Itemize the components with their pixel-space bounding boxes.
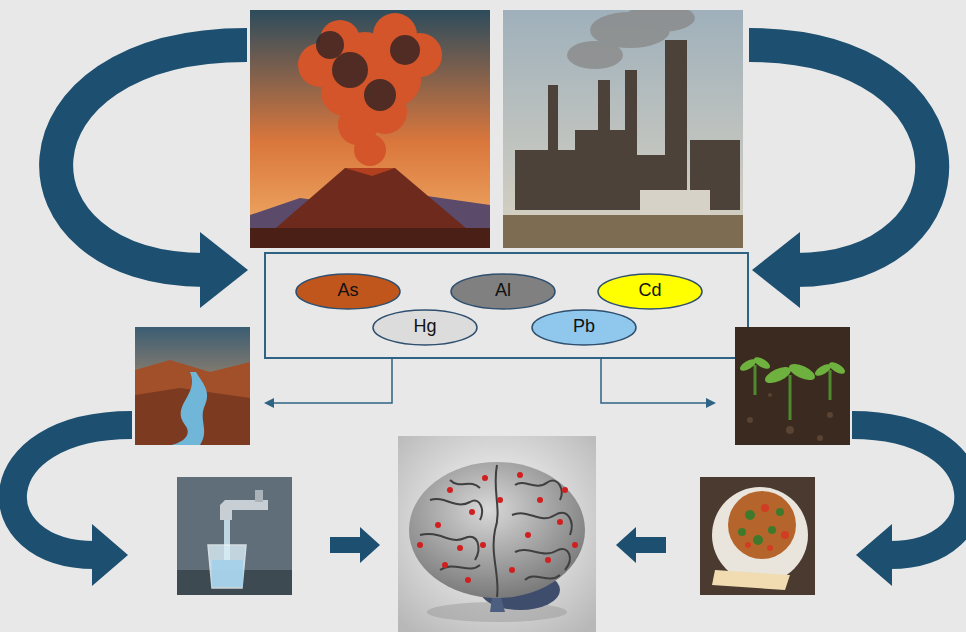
river-picture (135, 327, 250, 445)
element-ellipse: Pb (531, 309, 637, 346)
element-symbol: Hg (413, 317, 436, 337)
flow-arrow (56, 45, 932, 270)
water-picture (177, 477, 292, 595)
element-ellipse: Cd (597, 273, 703, 310)
ellipse-shape (598, 274, 702, 309)
leader-line (272, 358, 708, 403)
ellipse-shape (296, 274, 400, 309)
element-ellipse: As (295, 273, 401, 310)
element-box (265, 253, 748, 358)
food-picture (700, 477, 815, 595)
soil-picture (735, 327, 850, 445)
element-symbol: As (337, 281, 358, 301)
element-ellipse: Al (450, 273, 556, 310)
element-ellipse: Hg (372, 309, 478, 346)
ellipse-shape (532, 310, 636, 345)
brain-picture (398, 436, 596, 632)
element-symbol: Pb (573, 317, 595, 337)
ellipse-shape (373, 310, 477, 345)
element-symbol: Al (495, 281, 511, 301)
ellipse-shape (451, 274, 555, 309)
element-symbol: Cd (638, 281, 661, 301)
volcano-picture (250, 10, 490, 248)
arrow-head (264, 398, 716, 408)
factory-picture (503, 10, 743, 248)
